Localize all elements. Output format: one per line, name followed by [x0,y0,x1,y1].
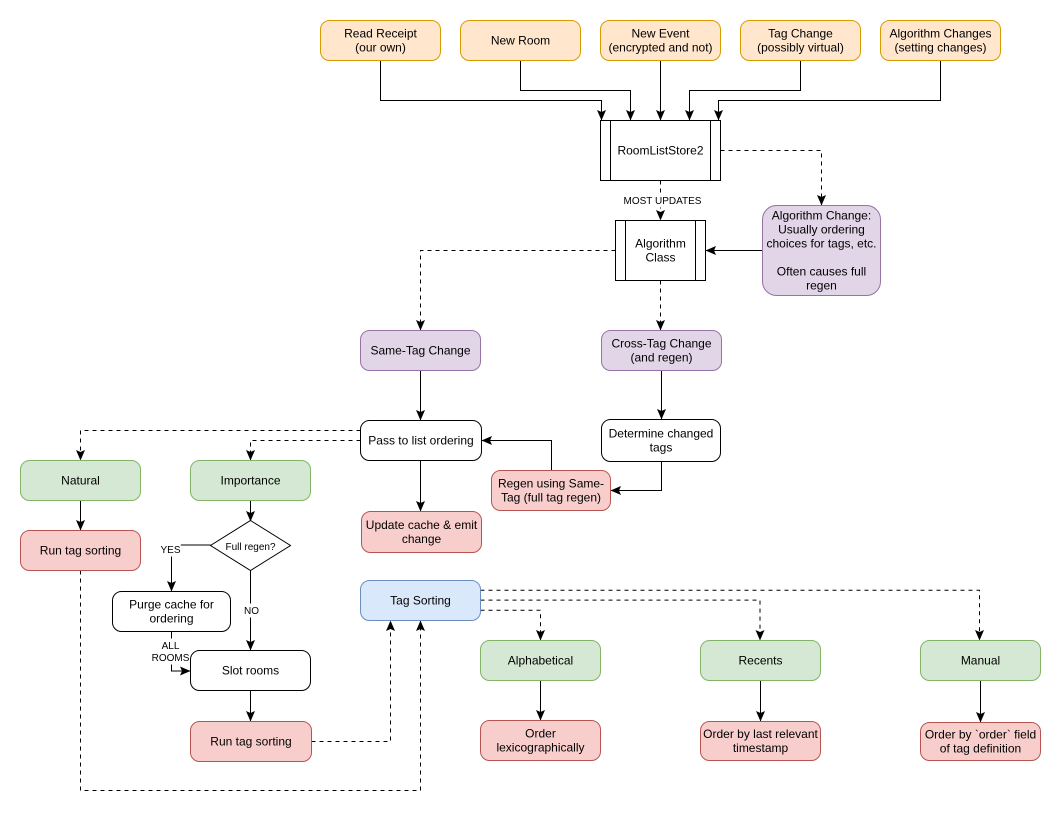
svg-text:(our own): (our own) [355,41,406,55]
svg-text:Slot rooms: Slot rooms [222,664,279,678]
svg-text:(and regen): (and regen) [630,351,692,365]
svg-text:Usually ordering: Usually ordering [778,223,865,237]
svg-text:(setting changes): (setting changes) [894,41,986,55]
svg-text:NO: NO [244,606,259,617]
svg-text:Importance: Importance [220,474,280,488]
svg-text:Algorithm: Algorithm [635,237,686,251]
svg-text:tags: tags [650,441,673,455]
svg-text:lexicographically: lexicographically [496,741,584,755]
svg-text:Tag (full tag regen): Tag (full tag regen) [501,491,601,505]
svg-text:ROOMS: ROOMS [152,653,190,664]
svg-text:MOST UPDATES: MOST UPDATES [624,196,702,207]
svg-text:(encrypted and not): (encrypted and not) [608,41,712,55]
svg-text:Regen using Same-: Regen using Same- [498,477,604,491]
svg-text:of tag definition: of tag definition [940,742,1021,756]
svg-text:Algorithm Changes: Algorithm Changes [889,27,991,41]
svg-text:New Event: New Event [631,27,690,41]
svg-text:choices for tags, etc.: choices for tags, etc. [766,237,876,251]
svg-text:Pass to list ordering: Pass to list ordering [368,434,473,448]
svg-text:Same-Tag Change: Same-Tag Change [370,344,470,358]
svg-text:Purge cache for: Purge cache for [129,598,214,612]
svg-text:Update cache & emit: Update cache & emit [366,518,478,532]
svg-text:Algorithm Change:: Algorithm Change: [772,209,871,223]
svg-text:(possibly virtual): (possibly virtual) [757,41,844,55]
svg-text:Run tag sorting: Run tag sorting [40,544,121,558]
svg-text:Recents: Recents [738,654,782,668]
svg-text:Cross-Tag Change: Cross-Tag Change [611,337,711,351]
svg-text:Alphabetical: Alphabetical [508,654,573,668]
svg-text:RoomListStore2: RoomListStore2 [617,144,703,158]
svg-text:Class: Class [645,251,675,265]
svg-text:ALL: ALL [162,641,180,652]
svg-text:ordering: ordering [149,612,193,626]
svg-text:Read Receipt: Read Receipt [344,27,417,41]
svg-text:Order by last relevant: Order by last relevant [703,727,818,741]
svg-text:Manual: Manual [961,654,1000,668]
svg-text:Tag Change: Tag Change [768,27,833,41]
svg-text:YES: YES [160,545,180,556]
svg-text:Run tag sorting: Run tag sorting [210,735,291,749]
svg-text:Natural: Natural [61,474,100,488]
svg-text:New Room: New Room [491,34,550,48]
svg-text:Tag Sorting: Tag Sorting [390,594,451,608]
svg-text:Determine changed: Determine changed [609,427,714,441]
svg-text:Often causes full: Often causes full [777,265,866,279]
svg-text:Order by `order` field: Order by `order` field [925,728,1036,742]
svg-text:regen: regen [806,279,837,293]
svg-text:Full regen?: Full regen? [225,542,275,553]
svg-text:timestamp: timestamp [733,741,789,755]
svg-text:change: change [402,532,442,546]
svg-text:Order: Order [525,727,556,741]
